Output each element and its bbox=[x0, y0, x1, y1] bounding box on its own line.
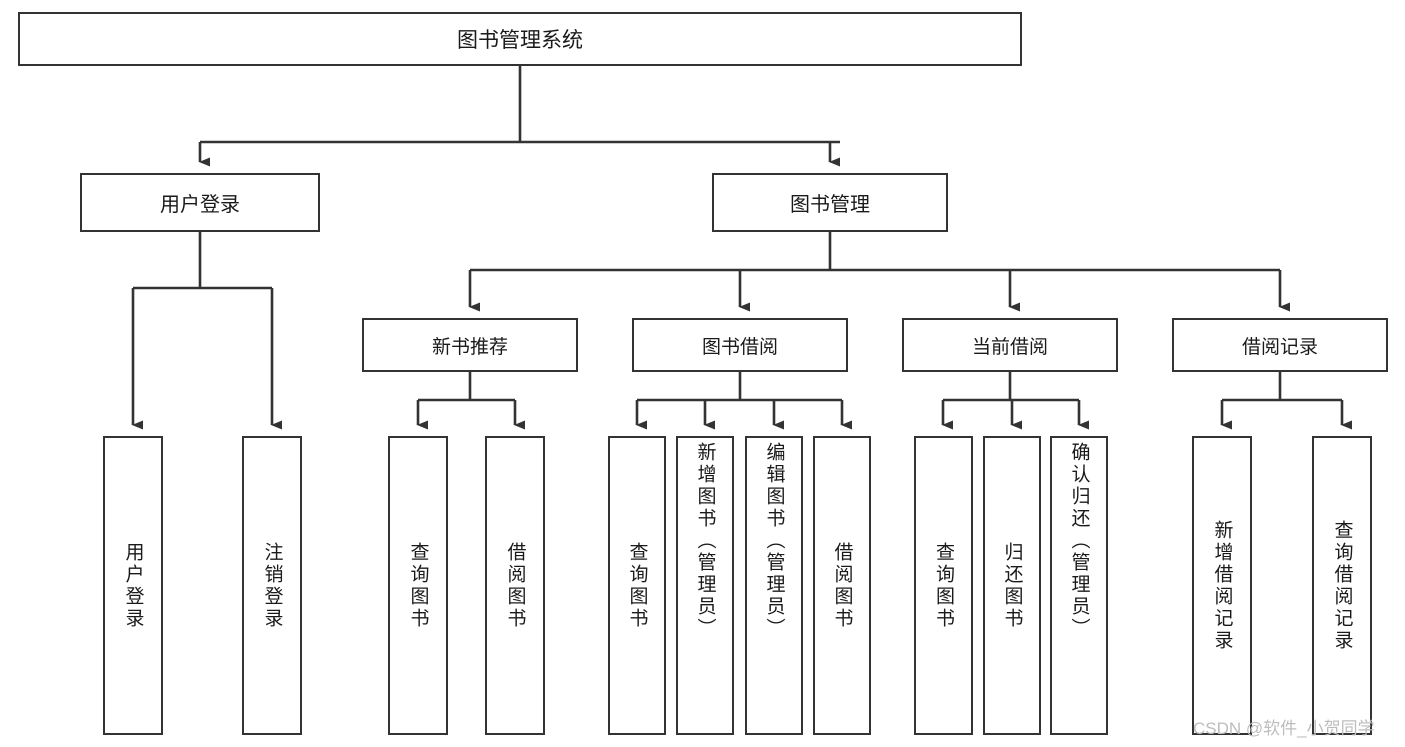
node-root-system[interactable]: 图书管理系统 bbox=[18, 12, 1022, 66]
node-leaf-label: 查询图书 bbox=[626, 541, 648, 630]
node-book-management[interactable]: 图书管理 bbox=[712, 173, 948, 232]
node-borrow-record[interactable]: 借阅记录 bbox=[1172, 318, 1388, 372]
node-leaf-query-book-recommend[interactable]: 查询图书 bbox=[388, 436, 448, 735]
node-user-login-label: 用户登录 bbox=[160, 194, 240, 216]
node-leaf-label: 注销登录 bbox=[261, 541, 283, 630]
node-leaf-label: 新增借阅记录 bbox=[1211, 519, 1233, 652]
node-leaf-label: 借阅图书 bbox=[831, 541, 853, 630]
node-new-book-recommend[interactable]: 新书推荐 bbox=[362, 318, 578, 372]
node-leaf-label: 查询借阅记录 bbox=[1331, 519, 1353, 652]
node-leaf-query-book-borrow[interactable]: 查询图书 bbox=[608, 436, 666, 735]
node-current-borrow[interactable]: 当前借阅 bbox=[902, 318, 1118, 372]
node-user-login[interactable]: 用户登录 bbox=[80, 173, 320, 232]
node-new-book-recommend-label: 新书推荐 bbox=[431, 336, 508, 358]
node-leaf-label: 新增图书（管理员） bbox=[694, 442, 716, 640]
node-leaf-logout[interactable]: 注销登录 bbox=[242, 436, 302, 735]
node-book-borrow[interactable]: 图书借阅 bbox=[632, 318, 848, 372]
node-leaf-confirm-return-admin[interactable]: 确认归还（管理员） bbox=[1050, 436, 1108, 735]
node-borrow-record-label: 借阅记录 bbox=[1241, 336, 1318, 358]
node-leaf-borrow-book-recommend[interactable]: 借阅图书 bbox=[485, 436, 545, 735]
node-leaf-lend-book[interactable]: 借阅图书 bbox=[813, 436, 871, 735]
node-leaf-label: 查询图书 bbox=[933, 541, 954, 630]
node-leaf-label: 编辑图书（管理员） bbox=[763, 442, 785, 640]
node-book-management-label: 图书管理 bbox=[790, 194, 870, 216]
node-leaf-query-book-current[interactable]: 查询图书 bbox=[914, 436, 973, 735]
node-leaf-label: 查询图书 bbox=[407, 541, 429, 630]
node-current-borrow-label: 当前借阅 bbox=[971, 336, 1048, 358]
node-leaf-label: 用户登录 bbox=[122, 541, 144, 630]
node-leaf-label: 归还图书 bbox=[1001, 541, 1023, 630]
node-leaf-add-borrow-record[interactable]: 新增借阅记录 bbox=[1192, 436, 1252, 735]
node-leaf-add-book-admin[interactable]: 新增图书（管理员） bbox=[676, 436, 734, 735]
node-book-borrow-label: 图书借阅 bbox=[701, 336, 778, 358]
csdn-watermark: CSDN @软件_小贺同学 bbox=[1193, 719, 1375, 738]
node-leaf-return-book[interactable]: 归还图书 bbox=[983, 436, 1041, 735]
node-leaf-label: 确认归还（管理员） bbox=[1068, 442, 1090, 640]
node-leaf-query-borrow-record[interactable]: 查询借阅记录 bbox=[1312, 436, 1372, 735]
node-leaf-edit-book-admin[interactable]: 编辑图书（管理员） bbox=[745, 436, 803, 735]
node-root-label: 图书管理系统 bbox=[457, 29, 583, 52]
node-leaf-user-login[interactable]: 用户登录 bbox=[103, 436, 163, 735]
node-leaf-label: 借阅图书 bbox=[504, 541, 526, 630]
